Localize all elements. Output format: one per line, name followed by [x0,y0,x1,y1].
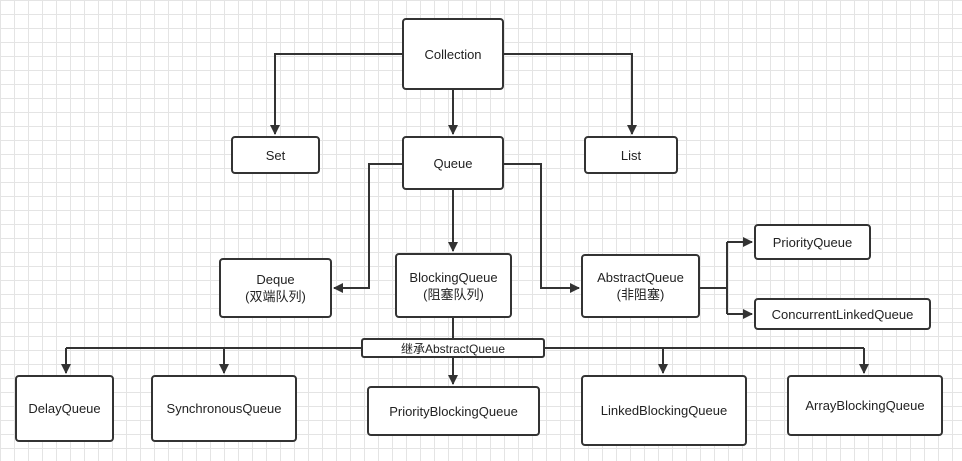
node-deque[interactable]: Deque (双端队列) [219,258,332,318]
node-set[interactable]: Set [231,136,320,174]
node-label-line-1: AbstractQueue [597,270,684,285]
node-blockingqueue[interactable]: BlockingQueue (阻塞队列) [395,253,512,318]
node-concurrentlinkedqueue[interactable]: ConcurrentLinkedQueue [754,298,931,330]
node-label: PriorityBlockingQueue [389,403,518,419]
node-linkedblockingqueue[interactable]: LinkedBlockingQueue [581,375,747,446]
node-synchronousqueue[interactable]: SynchronousQueue [151,375,297,442]
edge-collection-set [270,53,402,135]
node-label: ConcurrentLinkedQueue [771,306,914,322]
edge-abstractqueue-split [700,242,728,314]
node-collection[interactable]: Collection [402,18,504,90]
node-label: Collection [424,46,482,62]
edge-collection-list [504,53,637,135]
node-list[interactable]: List [584,136,678,174]
node-label: ArrayBlockingQueue [805,398,925,413]
node-delayqueue[interactable]: DelayQueue [15,375,114,442]
edge-queue-abstractqueue [504,163,580,293]
node-label: LinkedBlockingQueue [600,403,728,418]
node-label-line-2: (阻塞队列) [423,286,484,302]
node-label-line-2: (双端队列) [245,289,306,304]
node-label-line-1: BlockingQueue [409,269,498,285]
node-priorityblockingqueue[interactable]: PriorityBlockingQueue [367,386,540,436]
node-abstractqueue[interactable]: AbstractQueue (非阻塞) [581,254,700,318]
node-label: Set [265,147,286,163]
node-label: List [620,147,642,163]
node-label: Queue [433,155,473,171]
node-label: DelayQueue [28,401,101,416]
edge-label-text: 继承AbstractQueue [400,341,506,356]
node-label: SynchronousQueue [166,401,282,416]
node-priorityqueue[interactable]: PriorityQueue [754,224,871,260]
node-label-line-1: Deque [256,272,295,287]
node-label-line-2: (非阻塞) [616,287,665,302]
node-queue[interactable]: Queue [402,136,504,190]
node-arrayblockingqueue[interactable]: ArrayBlockingQueue [787,375,943,436]
node-label: PriorityQueue [772,234,853,250]
edge-label-inherit: 继承AbstractQueue [361,338,545,358]
edge-queue-deque [333,163,402,293]
